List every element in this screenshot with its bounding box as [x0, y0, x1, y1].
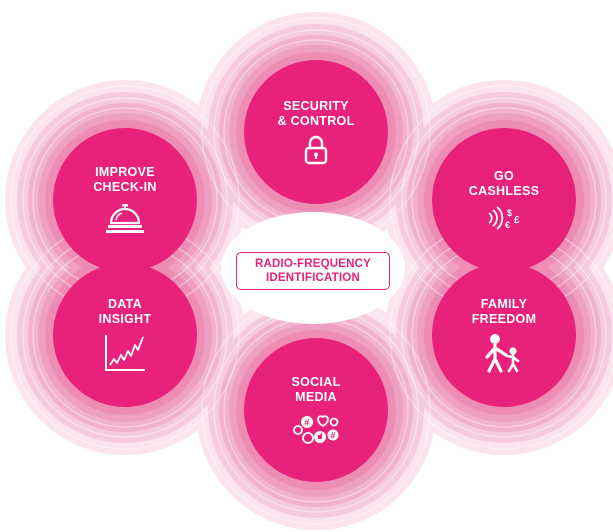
node-go-cashless: GO CASHLESS $ £ € [429, 125, 579, 275]
node-label-data: DATA INSIGHT [98, 297, 152, 326]
node-label-cashless: GO CASHLESS [468, 169, 540, 198]
center-rfid-label: RADIO-FREQUENCY IDENTIFICATION [236, 252, 390, 290]
padlock-icon [304, 135, 328, 165]
center-label-text: RADIO-FREQUENCY IDENTIFICATION [254, 258, 372, 284]
node-label-check-in: IMPROVE CHECK-IN [93, 165, 157, 194]
parent-child-icon [485, 334, 520, 373]
hashtag-symbol-1: # [304, 418, 309, 428]
contactless-payment-icon: $ £ € [488, 206, 520, 230]
node-core-circle [244, 338, 388, 482]
node-core-circle [53, 263, 197, 407]
node-core-circle [53, 128, 197, 272]
node-core-circle [432, 128, 576, 272]
node-improve-check-in: IMPROVE CHECK-IN [50, 125, 200, 275]
node-core-circle [244, 60, 388, 204]
node-family-freedom: FAMILY FREEDOM [429, 260, 579, 410]
node-label-security: SECURITY & CONTROL [277, 99, 355, 128]
pound-symbol: £ [514, 215, 520, 226]
euro-symbol: € [505, 220, 510, 230]
node-label-family: FAMILY FREEDOM [471, 297, 537, 326]
line-chart-icon [105, 335, 145, 371]
node-social-media: SOCIAL MEDIA # # [241, 335, 391, 485]
social-reactions-icon: # # [293, 415, 339, 444]
node-label-social: SOCIAL MEDIA [291, 375, 341, 404]
service-bell-icon [106, 204, 144, 233]
node-data-insight: DATA INSIGHT [50, 260, 200, 410]
node-security-control: SECURITY & CONTROL [241, 57, 391, 207]
node-core-circle [432, 263, 576, 407]
hashtag-symbol-2: # [330, 430, 335, 440]
dollar-symbol: $ [507, 208, 512, 218]
